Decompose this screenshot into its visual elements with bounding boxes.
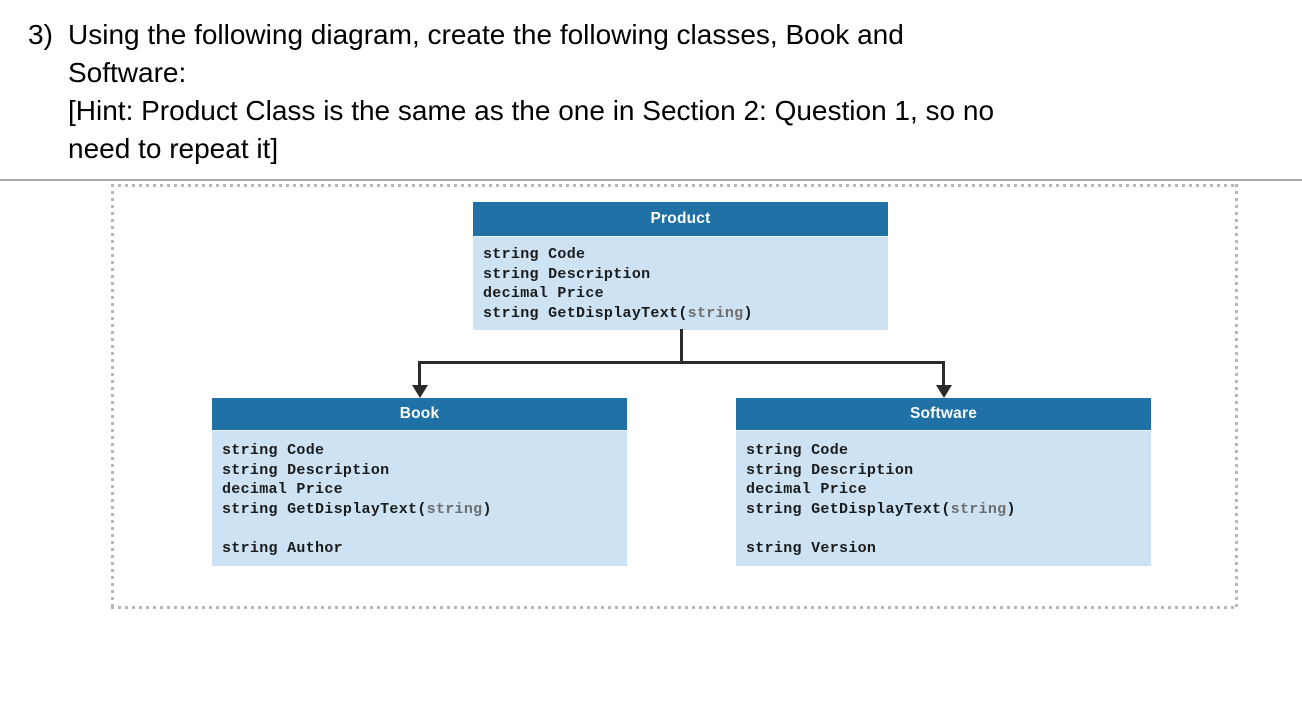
member-text: string Code (746, 442, 849, 459)
class-title-book: Book (212, 398, 627, 431)
class-member: string GetDisplayText(string) (483, 304, 880, 324)
member-text: decimal Price (222, 481, 343, 498)
dotted-edge-right (1235, 184, 1238, 609)
member-text: string GetDisplayText( (222, 500, 427, 518)
question-line: [Hint: Product Class is the same as the … (68, 95, 995, 126)
class-member: string Code (483, 245, 880, 265)
class-box-software: Software string Code string Description … (736, 398, 1151, 566)
inheritance-arrowhead-icon (412, 385, 428, 398)
member-gap (222, 519, 619, 539)
class-member: string Description (746, 461, 1143, 481)
dotted-edge-top (111, 184, 1238, 187)
inheritance-connector-stem (680, 329, 683, 364)
class-title-product: Product (473, 202, 888, 237)
question-number: 3) (28, 19, 53, 50)
member-text: string Code (222, 442, 325, 459)
member-param-text: string (426, 500, 483, 518)
class-member: string Code (746, 441, 1143, 461)
class-member: decimal Price (746, 480, 1143, 500)
class-member: string GetDisplayText(string) (222, 500, 619, 520)
class-body-book: string Code string Description decimal P… (212, 431, 627, 566)
class-member: string Code (222, 441, 619, 461)
member-text: string Version (746, 540, 877, 557)
member-text: ) (1006, 500, 1016, 518)
question-line: Software: (68, 57, 187, 88)
member-text: ) (743, 304, 753, 322)
member-text: string Code (483, 246, 586, 263)
member-text: string Author (222, 540, 343, 557)
class-member: decimal Price (222, 480, 619, 500)
member-text: decimal Price (746, 481, 867, 498)
class-member: string GetDisplayText(string) (746, 500, 1143, 520)
class-member: decimal Price (483, 284, 880, 304)
class-body-software: string Code string Description decimal P… (736, 431, 1151, 566)
member-text: decimal Price (483, 285, 604, 302)
class-member: string Author (222, 539, 619, 559)
class-box-book: Book string Code string Description deci… (212, 398, 627, 566)
question-line: 3) Using the following diagram, create th… (28, 16, 994, 54)
inheritance-arrowhead-icon (936, 385, 952, 398)
class-body-product: string Code string Description decimal P… (473, 237, 888, 330)
member-text: string Description (483, 265, 651, 283)
inheritance-connector-drop-software (942, 361, 945, 386)
dotted-edge-left (111, 184, 114, 609)
inheritance-connector-drop-book (418, 361, 421, 386)
member-param-text: string (687, 304, 744, 322)
class-box-product: Product string Code string Description d… (473, 202, 888, 330)
inheritance-connector-crossbar (418, 361, 945, 364)
question-line: need to repeat it] (68, 133, 279, 164)
class-member: string Description (222, 461, 619, 481)
class-member: string Version (746, 539, 1143, 559)
member-param-text: string (950, 500, 1007, 518)
member-text: string GetDisplayText( (746, 500, 951, 518)
horizontal-rule (0, 179, 1302, 181)
member-text: string Description (222, 461, 390, 479)
question-line-text: Using the following diagram, create the … (68, 19, 904, 50)
diagram-dotted-frame (111, 184, 1238, 609)
dotted-edge-bottom (111, 606, 1238, 609)
member-gap (746, 519, 1143, 539)
class-member: string Description (483, 265, 880, 285)
member-text: string Description (746, 461, 914, 479)
member-text: string GetDisplayText( (483, 304, 688, 322)
class-title-software: Software (736, 398, 1151, 431)
member-text: ) (482, 500, 492, 518)
question-text: 3) Using the following diagram, create th… (28, 16, 994, 168)
